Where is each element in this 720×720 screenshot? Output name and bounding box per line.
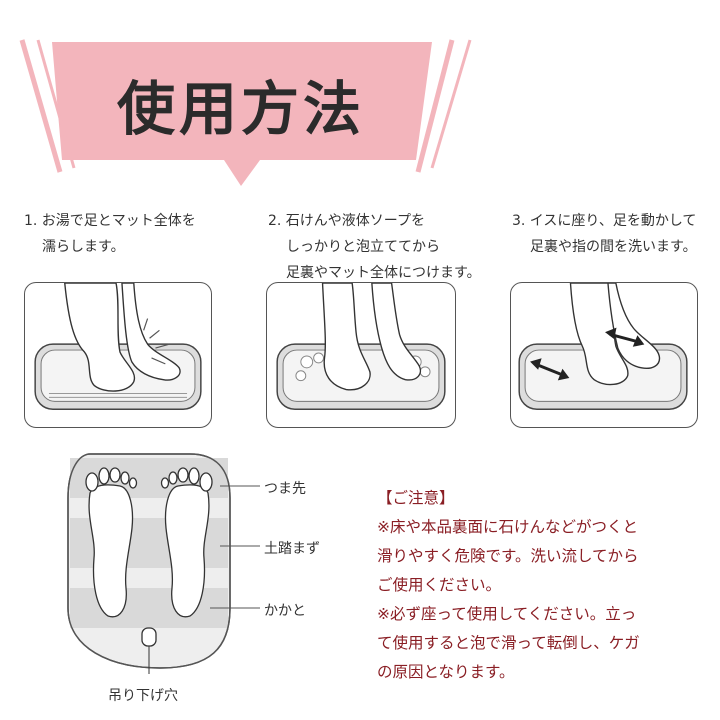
label-toe: つま先 <box>264 481 306 497</box>
step-2-line-2: しっかりと泡立ててから <box>286 239 440 255</box>
mat-zones-graphic <box>67 453 260 674</box>
step-2-line-3: 足裏やマット全体につけます。 <box>286 265 481 281</box>
step-1-line-2: 濡らします。 <box>42 239 125 255</box>
step-2-line-1: 2. 石けんや液体ソープを <box>268 213 425 229</box>
label-hang-hole: 吊り下げ穴 <box>108 688 178 704</box>
label-heel: かかと <box>264 603 306 619</box>
feet-moving-arrows-icon <box>518 283 688 410</box>
caution-notice: 【ご注意】 ※床や本品裏面に石けんなどがつくと 滑りやすく危険です。洗い流してか… <box>377 484 707 687</box>
caution-line-3: ご使用ください。 <box>377 576 502 594</box>
label-arch: 土踏まず <box>264 541 320 557</box>
feet-with-foam-icon <box>276 283 446 410</box>
step-2-text: 2. 石けんや液体ソープを しっかりと泡立ててから 足裏やマット全体につけます。 <box>268 208 481 286</box>
banner-graphic <box>19 39 472 186</box>
title-banner <box>0 0 720 200</box>
step-3-text: 3. イスに座り、足を動かして 足裏や指の間を洗います。 <box>512 208 697 260</box>
step-3-illustration <box>510 282 698 428</box>
feet-on-mat-wet-icon <box>34 283 202 410</box>
caution-line-4: ※必ず座って使用してください。立っ <box>377 605 637 623</box>
step-3-line-2: 足裏や指の間を洗います。 <box>530 239 697 255</box>
step-1-line-1: 1. お湯で足とマット全体を <box>24 213 196 229</box>
step-2-illustration <box>266 282 456 428</box>
caution-line-6: の原因となります。 <box>377 663 515 681</box>
caution-line-1: ※床や本品裏面に石けんなどがつくと <box>377 518 638 536</box>
caution-line-2: 滑りやすく危険です。洗い流してから <box>377 547 639 565</box>
step-3-line-1: 3. イスに座り、足を動かして <box>512 213 697 229</box>
page-title: 使用方法 <box>116 75 365 143</box>
step-1-text: 1. お湯で足とマット全体を 濡らします。 <box>24 208 196 260</box>
mat-top-view-diagram <box>60 448 330 713</box>
step-1-illustration <box>24 282 212 428</box>
caution-heading: 【ご注意】 <box>377 489 455 507</box>
caution-line-5: て使用すると泡で滑って転倒し、ケガ <box>377 634 640 652</box>
